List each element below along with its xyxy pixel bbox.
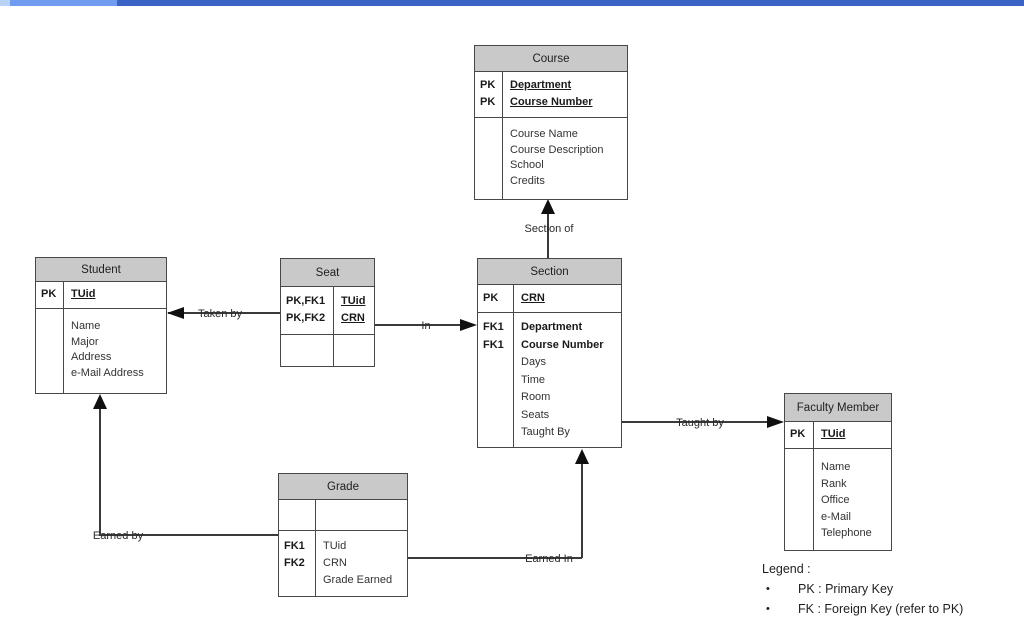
attribute: Address (71, 351, 112, 363)
entity-course-attr-section: Course Name Course Description School Cr… (475, 118, 627, 199)
earned-by-arrowhead (93, 394, 107, 409)
key-attribute: Course Number (510, 96, 593, 108)
earned-by-label: Earned by (92, 530, 144, 542)
earned-in-connector-riser (581, 463, 583, 558)
entity-faculty-member-title: Faculty Member (785, 394, 891, 422)
attribute: e-Mail Address (71, 366, 144, 379)
section-of-arrowhead (541, 199, 555, 214)
entity-grade-attr-section: FK1 FK2 TUid CRN Grade Earned (279, 531, 407, 596)
entity-student-title: Student (36, 258, 166, 282)
section-of-connector-line (547, 213, 549, 258)
entity-student: Student PK TUid Name Major Address e-Mai… (35, 257, 167, 394)
attribute: Time (521, 373, 546, 386)
entity-seat-key-section: PK,FK1 PK,FK2 TUid CRN (281, 287, 374, 335)
entity-grade: Grade FK1 FK2 TUid CRN Grade Earned (278, 473, 408, 597)
entity-section-key-section: PK CRN (478, 285, 621, 313)
attribute: Name (71, 320, 101, 332)
legend-item-text: FK : Foreign Key (refer to PK) (798, 602, 964, 616)
attribute: Taught By (521, 426, 570, 438)
attribute: Grade Earned (323, 574, 393, 586)
earned-by-connector-riser (99, 408, 101, 535)
titlebar-segment-medium (10, 0, 117, 6)
entity-seat-attr-section (281, 335, 374, 366)
attribute: Seats (521, 408, 550, 421)
key-attribute: TUid (71, 288, 96, 300)
entity-seat: Seat PK,FK1 PK,FK2 TUid CRN (280, 258, 375, 367)
taught-by-label: Taught by (676, 417, 724, 429)
attribute: Credits (510, 174, 545, 187)
attribute: CRN (323, 557, 347, 569)
attribute: Course Name (510, 128, 578, 140)
attribute: Course Description (510, 143, 604, 156)
section-of-label: Section of (524, 223, 574, 235)
attribute: Room (521, 391, 551, 403)
key-tag: PK (41, 288, 57, 300)
entity-section-attr-section: FK1 FK1 Department Course Number Days Ti… (478, 313, 621, 447)
attribute: School (510, 159, 544, 171)
bullet-icon: • (766, 603, 770, 615)
entity-section: Section PK CRN FK1 FK1 Department Course… (477, 258, 622, 448)
key-tag: PK (480, 96, 496, 108)
entity-course: Course PK PK Department Course Number Co… (474, 45, 628, 200)
earned-in-label: Earned In (525, 553, 573, 565)
taken-by-arrowhead (167, 307, 184, 319)
in-connector-line (375, 324, 463, 326)
taught-by-connector-line (622, 421, 769, 423)
entity-grade-title: Grade (279, 474, 407, 500)
taken-by-connector-line (168, 312, 280, 314)
legend-item-fk: • FK : Foreign Key (refer to PK) (762, 599, 963, 619)
attribute: Days (521, 356, 547, 368)
legend-item-pk: • PK : Primary Key (762, 579, 963, 599)
key-attribute: TUid (341, 295, 366, 307)
legend-item-text: PK : Primary Key (798, 582, 894, 596)
entity-course-title: Course (475, 46, 627, 72)
entity-faculty-member-attr-section: Name Rank Office e-Mail Telephone (785, 449, 891, 550)
attribute: Rank (821, 477, 847, 490)
key-tag: PK (790, 428, 806, 440)
taken-by-label: Taken by (197, 308, 243, 320)
attribute: Course Number (521, 338, 604, 351)
entity-section-title: Section (478, 259, 621, 285)
attribute: TUid (323, 540, 347, 552)
key-attribute: CRN (341, 312, 365, 324)
titlebar-segment-light (0, 0, 10, 6)
attribute: Name (821, 461, 851, 473)
in-arrowhead (460, 319, 477, 331)
earned-by-connector-line (99, 534, 278, 536)
key-tag: FK1 (483, 338, 504, 351)
attribute: Telephone (821, 527, 872, 539)
earned-in-connector-line (408, 557, 582, 559)
entity-course-key-section: PK PK Department Course Number (475, 72, 627, 118)
entity-student-attr-section: Name Major Address e-Mail Address (36, 309, 166, 393)
attribute: Office (821, 494, 850, 506)
key-attribute: TUid (821, 428, 846, 440)
attribute: Department (521, 321, 583, 333)
entity-seat-title: Seat (281, 259, 374, 287)
key-tag: PK,FK2 (286, 312, 326, 324)
attribute: Major (71, 335, 99, 348)
entity-faculty-member-key-section: PK TUid (785, 422, 891, 449)
key-tag: PK (483, 292, 499, 304)
key-tag: FK1 (284, 540, 305, 552)
attribute: e-Mail (821, 510, 851, 523)
key-tag: FK2 (284, 557, 305, 569)
entity-student-key-section: PK TUid (36, 282, 166, 309)
earned-in-arrowhead (575, 449, 589, 464)
legend: Legend : • PK : Primary Key • FK : Forei… (762, 562, 963, 619)
titlebar-segment-dark (117, 0, 1024, 6)
in-label: In (421, 320, 431, 332)
key-attribute: CRN (521, 292, 545, 304)
bullet-icon: • (766, 583, 770, 595)
taught-by-arrowhead (767, 416, 784, 428)
key-tag: PK,FK1 (286, 295, 326, 307)
legend-title: Legend : (762, 562, 811, 576)
key-tag: FK1 (483, 321, 504, 333)
entity-grade-key-section (279, 500, 407, 531)
key-tag: PK (480, 79, 496, 91)
key-attribute: Department (510, 79, 572, 91)
entity-faculty-member: Faculty Member PK TUid Name Rank Office … (784, 393, 892, 551)
